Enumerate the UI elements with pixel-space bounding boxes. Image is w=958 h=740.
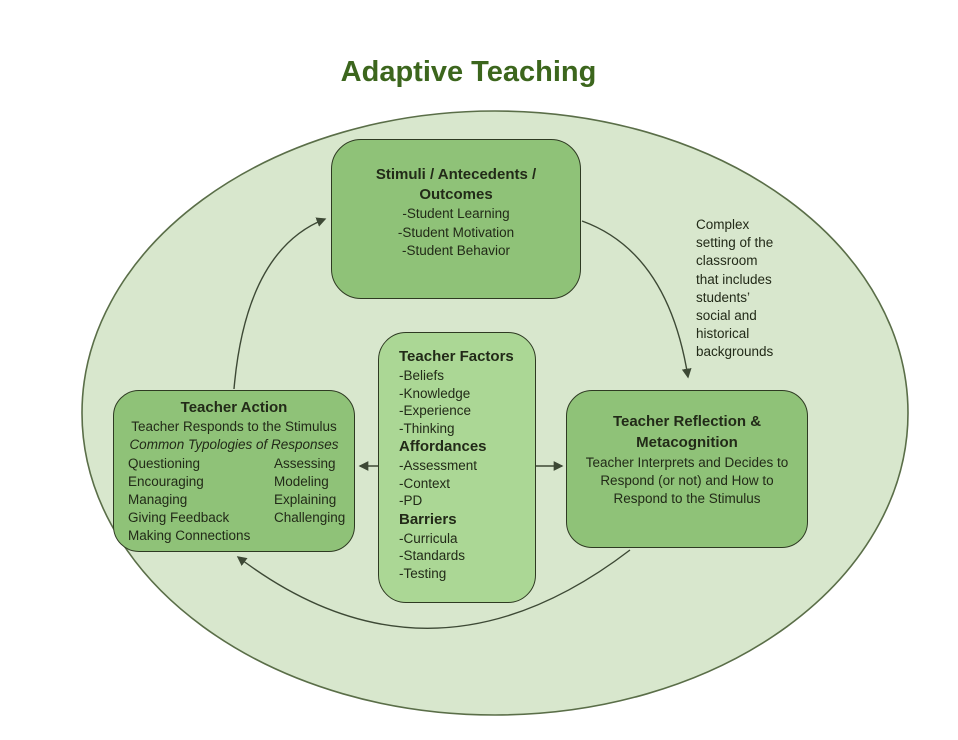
response-type: Explaining [274, 492, 337, 507]
affordances-item: -Assessment [399, 458, 478, 473]
teacher-factors-item: -Knowledge [399, 385, 471, 401]
response-type: Challenging [274, 510, 346, 525]
barriers-heading: Barriers [399, 510, 457, 528]
response-type: Modeling [274, 474, 329, 489]
teacher-reflection-body: Teacher Interprets and Decides to Respon… [585, 455, 789, 506]
stimuli-item: -Student Behavior [401, 243, 511, 258]
response-type: Making Connections [128, 528, 251, 543]
stimuli-antecedents-outcomes-box: Stimuli / Antecedents / Outcomes -Studen… [331, 139, 581, 299]
response-type: Giving Feedback [128, 510, 230, 525]
barriers-item: -Curricula [399, 530, 458, 546]
teacher-action-right-column: Assessing Modeling Explaining Challengin… [274, 455, 354, 545]
teacher-factors-item: -Beliefs [399, 368, 445, 383]
stimuli-item: -Student Motivation [397, 224, 515, 240]
teacher-action-left-column: Questioning Encouraging Managing Giving … [128, 455, 274, 545]
teacher-factors-title: Teacher Factors [399, 348, 514, 365]
stimuli-box-title: Stimuli / Antecedents / Outcomes [375, 166, 537, 203]
teacher-factors-item: -Experience [399, 403, 472, 418]
affordances-item: -PD [399, 493, 423, 508]
teacher-reflection-box: Teacher Reflection & Metacognition Teach… [566, 390, 808, 548]
teacher-action-title: Teacher Action [180, 399, 288, 416]
affordances-heading: Affordances [399, 438, 487, 455]
response-type: Questioning [128, 456, 201, 471]
teacher-action-subtitle: Teacher Responds to the Stimulus [131, 419, 337, 434]
affordances-item: -Context [399, 475, 451, 491]
response-type: Assessing [274, 456, 336, 471]
arrow-action-to-stimuli [233, 217, 327, 390]
teacher-action-columns: Questioning Encouraging Managing Giving … [114, 455, 354, 545]
diagram-title: Adaptive Teaching [340, 56, 597, 88]
teacher-reflection-title: Teacher Reflection & Metacognition [612, 413, 762, 451]
teacher-action-box: Teacher Action Teacher Responds to the S… [113, 390, 355, 552]
barriers-item: -Testing [399, 565, 447, 581]
arrow-stimuli-to-reflection [581, 220, 692, 379]
response-type: Managing [128, 492, 188, 507]
teacher-action-typologies-label: Common Typologies of Responses [129, 437, 339, 452]
stimuli-item: -Student Learning [402, 206, 510, 221]
teacher-factors-item: -Thinking [399, 420, 455, 436]
arrow-reflection-to-action [236, 549, 631, 629]
response-type: Encouraging [128, 474, 204, 489]
teacher-factors-box: Teacher Factors -Beliefs -Knowledge -Exp… [378, 332, 536, 603]
barriers-item: -Standards [399, 548, 466, 563]
complex-setting-note: Complex setting of the classroom that in… [696, 217, 774, 360]
